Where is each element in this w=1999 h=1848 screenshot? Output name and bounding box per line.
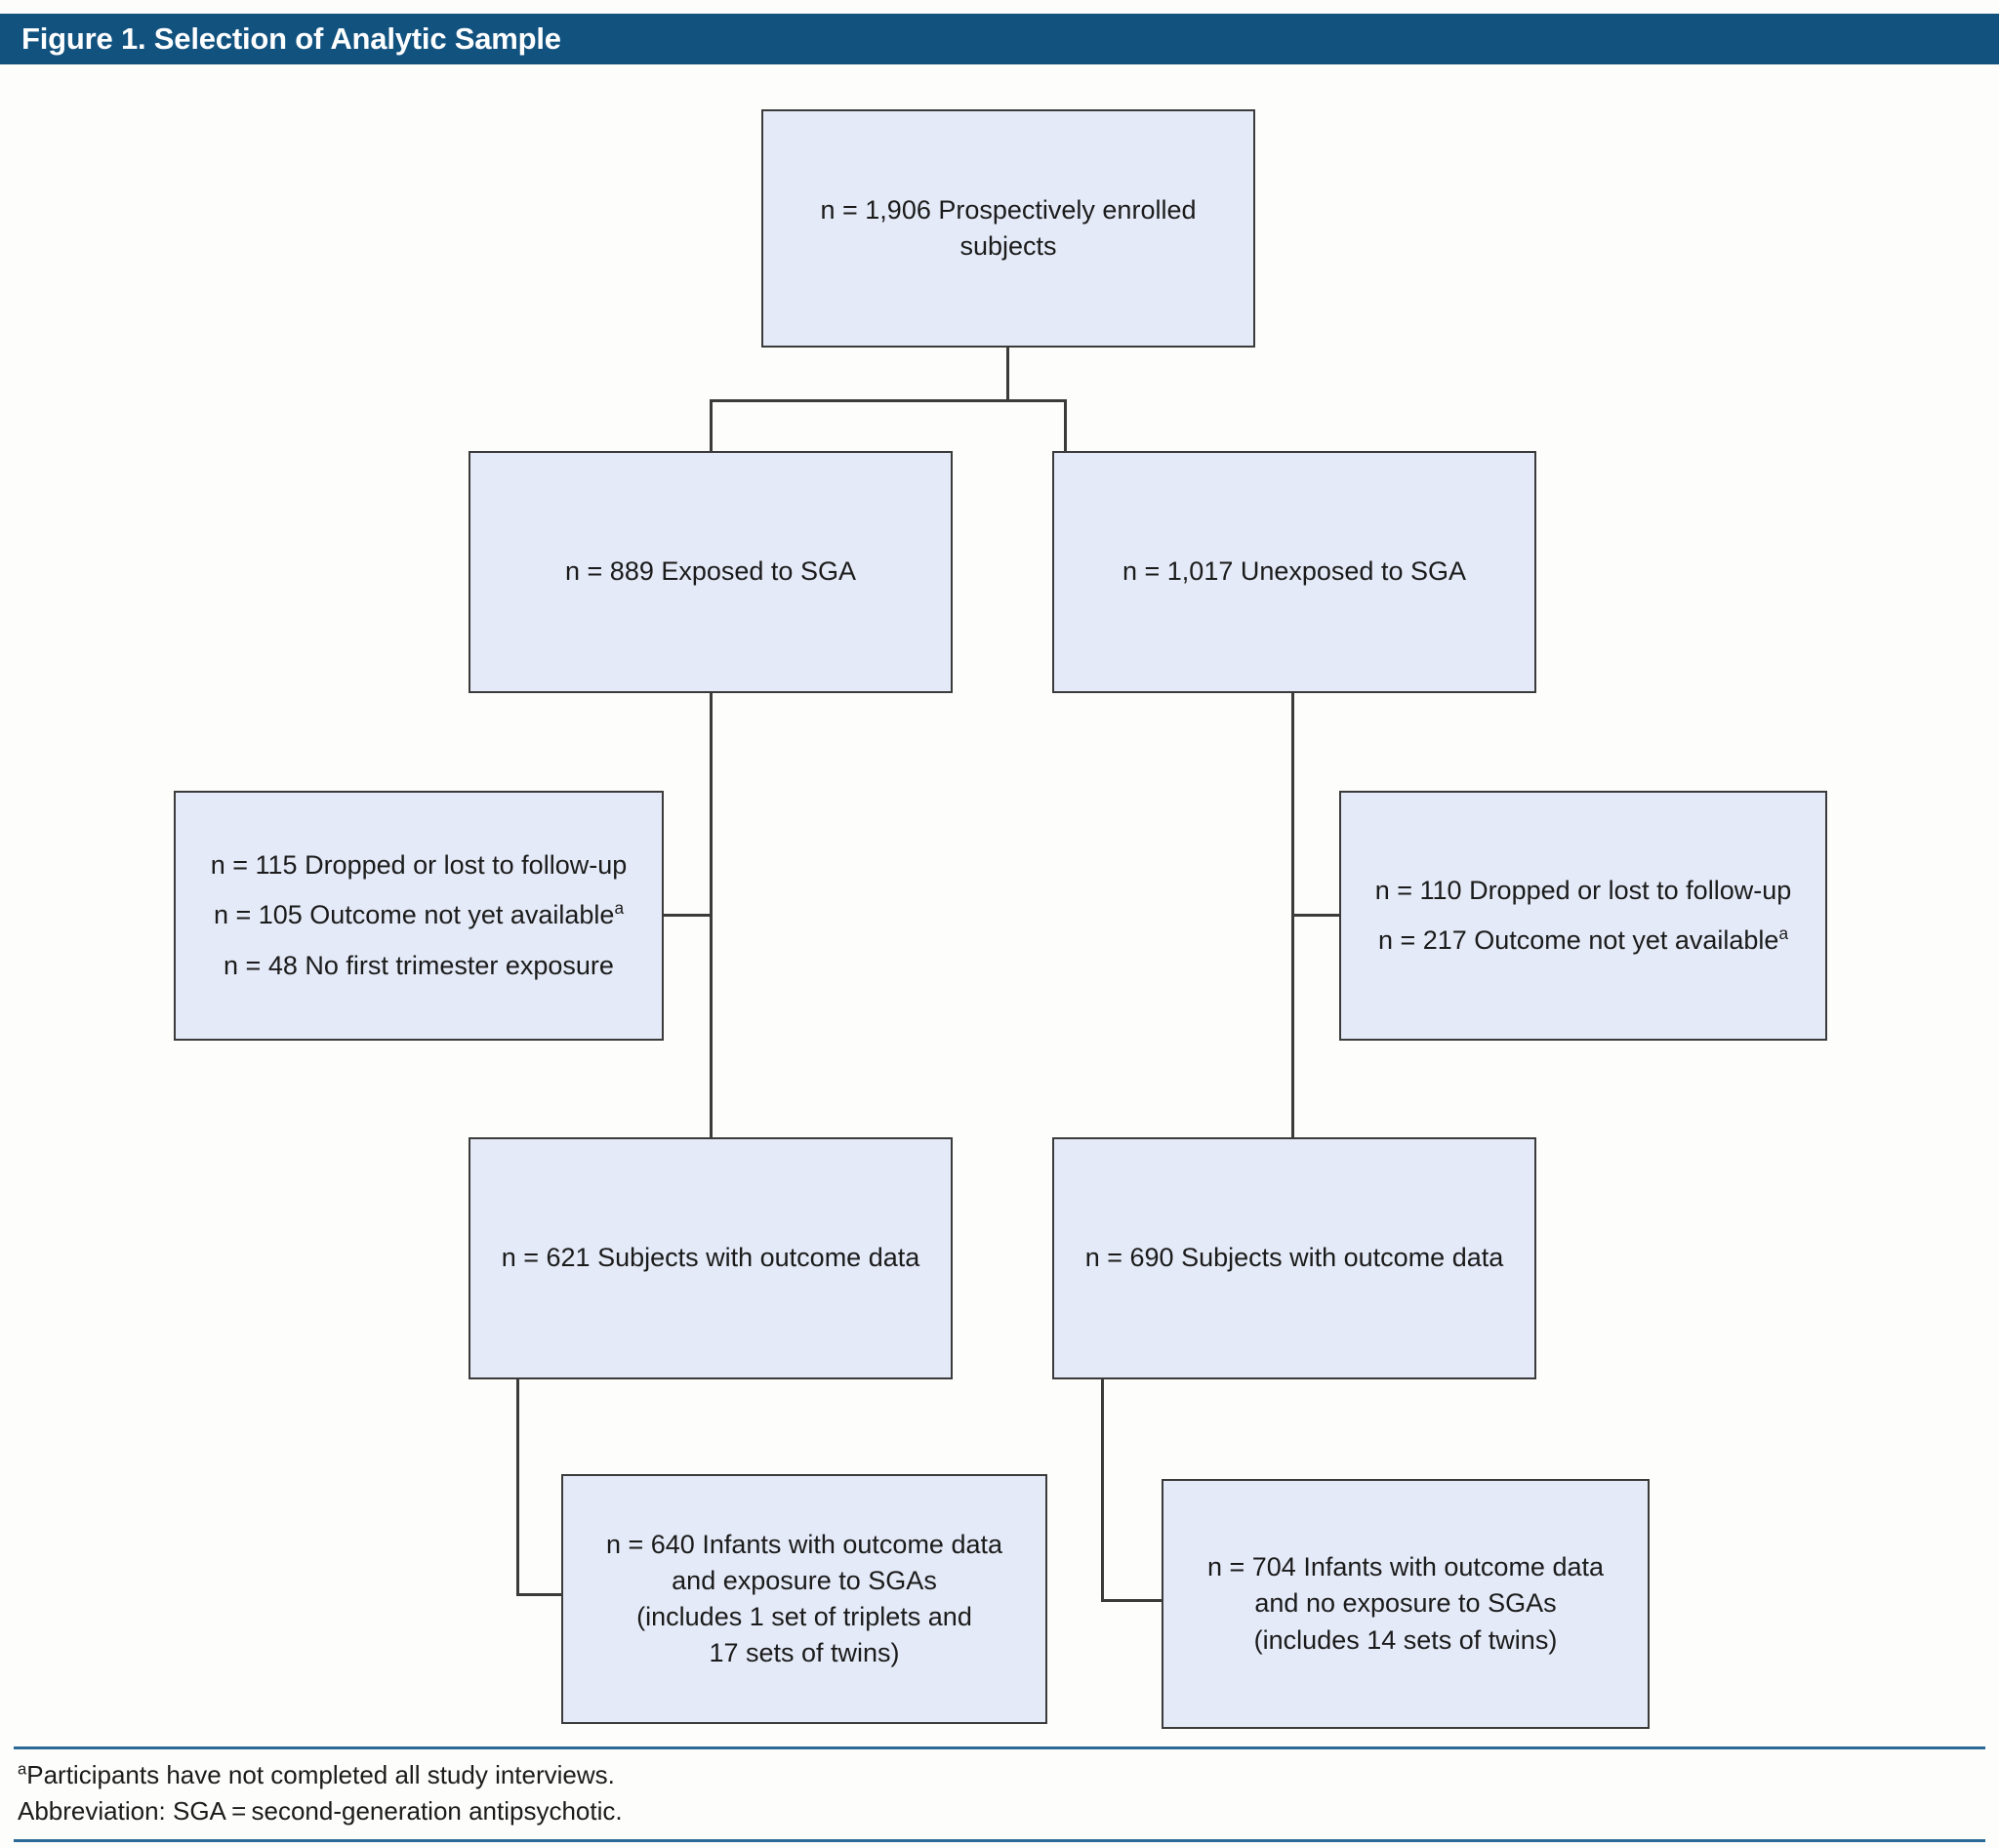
- node-exposed-line-1: n = 889 Exposed to SGA: [565, 556, 856, 587]
- connector-unexposed-spine: [1291, 693, 1294, 1140]
- footnote-block: aParticipants have not completed all stu…: [18, 1757, 1384, 1829]
- connector-split-bar: [710, 399, 1067, 402]
- node-excluded-exposed: n = 115 Dropped or lost to follow-up n =…: [174, 791, 664, 1041]
- connector-infants-right-drop: [1101, 1379, 1104, 1602]
- node-infants-right-line-1: n = 704 Infants with outcome data: [1206, 1552, 1604, 1582]
- connector-infants-left-drop: [516, 1379, 519, 1596]
- node-enrolled-line-2: subjects: [959, 231, 1057, 261]
- node-unexposed-line-1: n = 1,017 Unexposed to SGA: [1122, 556, 1466, 587]
- connector-enrolled-stem: [1006, 348, 1009, 402]
- node-excluded-exposed-line-1: n = 115 Dropped or lost to follow-up: [210, 850, 628, 881]
- connector-split-left-drop: [710, 399, 713, 454]
- node-infants-right-line-3: (includes 14 sets of twins): [1253, 1624, 1558, 1655]
- connector-infants-left-arm: [516, 1593, 564, 1596]
- connector-excluded-right-stub: [1291, 914, 1342, 917]
- node-infants-left-line-2: and exposure to SGAs: [672, 1565, 937, 1595]
- node-infants-left-line-4: 17 sets of twins): [709, 1638, 900, 1668]
- node-infants-right-line-2: and no exposure to SGAs: [1254, 1588, 1557, 1619]
- node-exposed-to-sga: n = 889 Exposed to SGA: [469, 451, 953, 693]
- node-enrolled-line-1: n = 1,906 Prospectively enrolled: [820, 194, 1197, 225]
- footnote-marker-a: a: [1778, 924, 1789, 943]
- connector-infants-right-arm: [1101, 1599, 1164, 1602]
- node-infants-exposed: n = 640 Infants with outcome data and ex…: [561, 1474, 1047, 1724]
- node-subjects-with-outcome-exposed: n = 621 Subjects with outcome data: [469, 1137, 953, 1379]
- footnote-rule-bottom: [14, 1839, 1985, 1842]
- node-excluded-exposed-line-2-text: n = 105 Outcome not yet available: [213, 900, 615, 930]
- figure-header-bar: Figure 1. Selection of Analytic Sample: [0, 14, 1999, 64]
- footnote-rule-top: [14, 1746, 1985, 1749]
- node-unexposed-to-sga: n = 1,017 Unexposed to SGA: [1052, 451, 1536, 693]
- node-subjects-left-line-1: n = 621 Subjects with outcome data: [501, 1243, 920, 1273]
- node-infants-left-line-1: n = 640 Infants with outcome data: [605, 1529, 1002, 1559]
- footnote-marker-a: a: [18, 1759, 27, 1779]
- connector-excluded-left-stub: [662, 914, 713, 917]
- node-infants-left-line-3: (includes 1 set of triplets and: [636, 1602, 972, 1631]
- footnote-abbreviation: Abbreviation: SGA = second-generation an…: [18, 1795, 623, 1826]
- node-subjects-right-line-1: n = 690 Subjects with outcome data: [1084, 1243, 1504, 1273]
- node-excluded-exposed-line-3: n = 48 No first trimester exposure: [224, 950, 614, 980]
- footnote-note-a-text: Participants have not completed all stud…: [26, 1760, 615, 1789]
- node-excluded-unexposed: n = 110 Dropped or lost to follow-up n =…: [1339, 791, 1827, 1041]
- node-enrolled-subjects: n = 1,906 Prospectively enrolled subject…: [761, 109, 1255, 348]
- node-excluded-unexposed-line-1: n = 110 Dropped or lost to follow-up: [1374, 875, 1792, 905]
- footnote-note-a: aParticipants have not completed all stu…: [18, 1757, 1384, 1793]
- connector-exposed-spine: [710, 693, 713, 1140]
- footnote-marker-a: a: [614, 898, 625, 919]
- node-infants-unexposed: n = 704 Infants with outcome data and no…: [1162, 1479, 1650, 1729]
- node-excluded-unexposed-line-2-text: n = 217 Outcome not yet available: [1377, 925, 1779, 955]
- node-subjects-with-outcome-unexposed: n = 690 Subjects with outcome data: [1052, 1137, 1536, 1379]
- node-excluded-unexposed-line-2: n = 217 Outcome not yet availablea: [1355, 923, 1812, 959]
- node-excluded-exposed-line-2: n = 105 Outcome not yet availablea: [189, 897, 648, 933]
- connector-split-right-drop: [1064, 399, 1067, 454]
- figure-title: Figure 1. Selection of Analytic Sample: [21, 21, 561, 56]
